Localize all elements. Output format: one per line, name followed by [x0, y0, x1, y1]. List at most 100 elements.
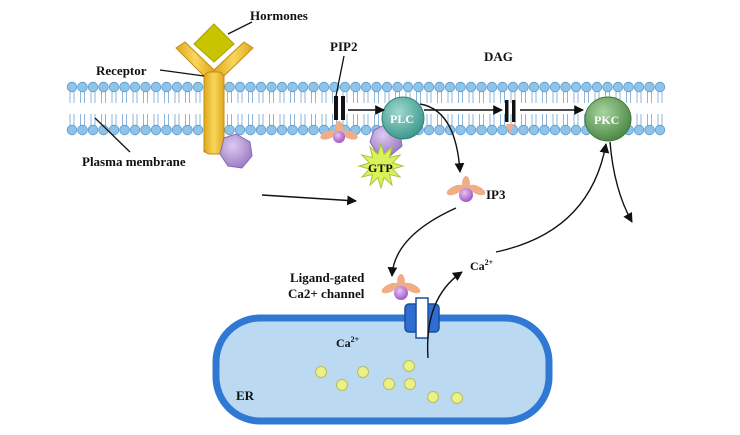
- endoplasmic-reticulum: [212, 314, 553, 425]
- lipid-head: [182, 124, 193, 136]
- lipid-head: [234, 124, 246, 136]
- label-er: ER: [236, 388, 255, 403]
- lipid-head: [150, 124, 162, 136]
- arrow-er-calcium-release: [426, 271, 463, 359]
- lipid-head: [476, 124, 487, 136]
- label-channel-line1: Ligand-gated: [290, 270, 365, 285]
- lipid-head: [318, 81, 330, 93]
- lipid-head: [539, 124, 550, 136]
- arrow-plc-to-ip3: [419, 103, 465, 173]
- lipid-head: [192, 81, 204, 93]
- lipid-head: [308, 81, 319, 93]
- ip3-molecule-free: [446, 176, 486, 202]
- lipid-head: [98, 124, 109, 136]
- lipid-head: [465, 124, 477, 136]
- calcium-ion: [383, 378, 395, 390]
- ip3-molecule-channel: [381, 274, 421, 300]
- lipid-head: [245, 124, 256, 136]
- lipid-head: [549, 81, 561, 93]
- lipid-head: [161, 124, 172, 136]
- label-plasma-membrane: Plasma membrane: [82, 154, 186, 169]
- lipid-head: [486, 81, 498, 93]
- lipid-head: [308, 124, 319, 136]
- lipid-head: [392, 81, 403, 93]
- lipid-head: [266, 124, 277, 136]
- ip3-molecule-pip2: [320, 121, 358, 143]
- lipid-head: [507, 81, 519, 93]
- lipid-head: [255, 81, 267, 93]
- lipid-head: [129, 124, 141, 136]
- label-channel-line2: Ca2+ channel: [288, 286, 365, 301]
- lipid-head: [654, 81, 666, 93]
- calcium-ion: [357, 366, 369, 378]
- plasma-membrane-bilayer: [66, 81, 666, 136]
- lipid-head: [287, 81, 298, 93]
- calcium-ion: [403, 360, 415, 372]
- lipid-head: [612, 81, 624, 93]
- lipid-head: [539, 81, 550, 93]
- lipid-head: [77, 81, 88, 93]
- hormone-icon: [193, 23, 235, 63]
- dag-marker: [505, 100, 516, 134]
- lipid-head: [371, 81, 382, 93]
- lipid-head: [633, 81, 645, 93]
- lipid-head: [486, 124, 498, 136]
- lipid-head: [518, 124, 529, 136]
- lipid-head: [549, 124, 561, 136]
- lipid-head: [402, 81, 414, 93]
- lipid-head: [423, 81, 435, 93]
- lipid-head: [360, 81, 372, 93]
- pointer-lines: [94, 21, 345, 153]
- lipid-head: [87, 81, 99, 93]
- pkc-enzyme: [584, 96, 632, 142]
- lipid-head: [140, 124, 151, 136]
- label-receptor: Receptor: [96, 63, 147, 78]
- lipid-head: [77, 124, 88, 136]
- lipid-head: [350, 81, 361, 93]
- lipid-head: [444, 81, 456, 93]
- lipid-head: [602, 81, 613, 93]
- arrow-pkc-output: [609, 141, 633, 223]
- lipid-head: [192, 124, 204, 136]
- lipid-head: [518, 81, 529, 93]
- calcium-ion: [315, 366, 327, 378]
- lipid-head: [528, 124, 540, 136]
- lipid-head: [276, 124, 288, 136]
- calcium-ion: [336, 379, 348, 391]
- lipid-head: [234, 81, 246, 93]
- lipid-head: [560, 81, 571, 93]
- lipid-head: [465, 81, 477, 93]
- lipid-head: [129, 81, 141, 93]
- lipid-head: [182, 81, 193, 93]
- label-calcium-er: Ca2+: [336, 335, 360, 350]
- arrow-receptor-to-plc: [261, 194, 357, 206]
- lipid-head: [297, 124, 309, 136]
- g-protein-receptor: [219, 133, 253, 169]
- lipid-head: [339, 81, 351, 93]
- calcium-ion: [427, 391, 439, 403]
- lipid-head: [581, 81, 592, 93]
- ligand-gated-channel: [404, 297, 440, 339]
- calcium-ion: [404, 378, 416, 390]
- lipid-head: [413, 81, 424, 93]
- lipid-head: [119, 81, 130, 93]
- lipid-head: [476, 81, 487, 93]
- lipid-head: [497, 81, 508, 93]
- lipid-head: [108, 81, 120, 93]
- lipid-head: [276, 81, 288, 93]
- label-pip2: PIP2: [330, 39, 357, 54]
- lipid-head: [360, 124, 372, 136]
- lipid-head: [644, 81, 655, 93]
- lipid-head: [570, 81, 582, 93]
- lipid-head: [423, 124, 435, 136]
- lipid-head: [245, 81, 256, 93]
- lipid-head: [108, 124, 120, 136]
- lipid-head: [528, 81, 540, 93]
- gtp-burst-icon: [357, 142, 405, 190]
- lipid-head: [381, 81, 393, 93]
- lipid-head: [66, 81, 78, 93]
- signaling-arrows: [261, 103, 633, 359]
- arrow-ip3-to-channel: [387, 207, 457, 277]
